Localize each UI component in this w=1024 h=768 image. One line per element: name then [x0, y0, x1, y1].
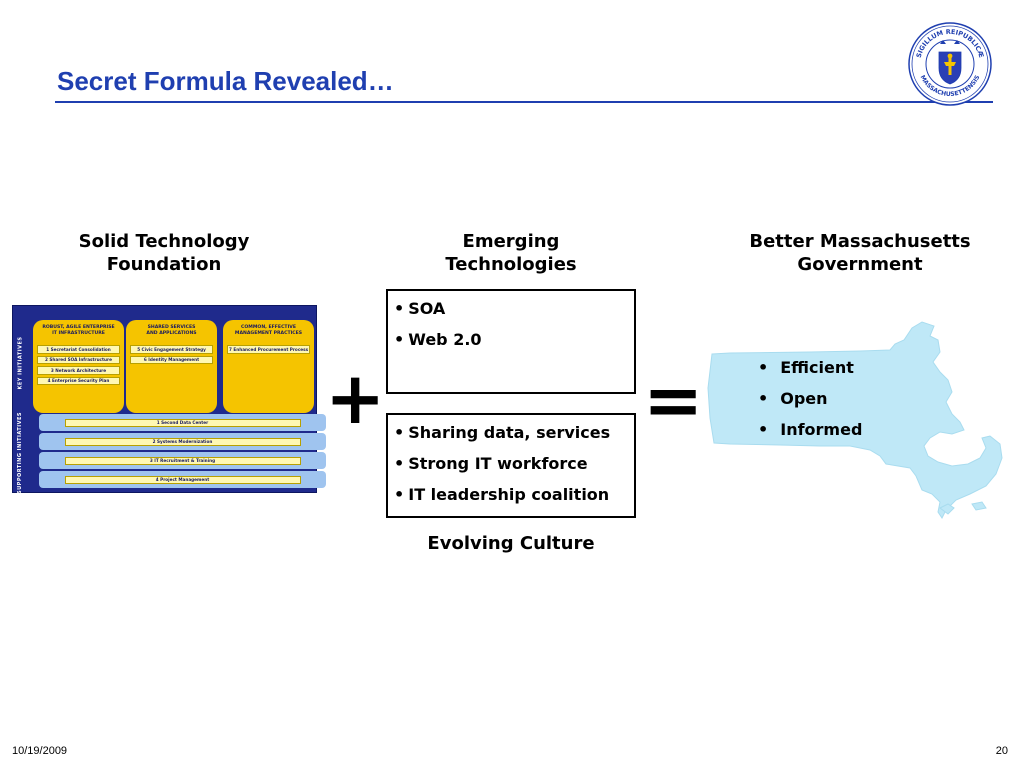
supporting-item: 2 Systems Modernization	[64, 437, 301, 446]
heading-solid-technology: Solid Technology Foundation	[78, 231, 250, 275]
emerging-technologies-box: SOA Web 2.0	[386, 289, 636, 394]
initiative-item: 3 Network Architecture	[37, 366, 120, 375]
list-item: SOA	[394, 299, 628, 319]
foundation-diagram: KEY INITIATIVES SUPPORTING INITIATIVES R…	[12, 305, 326, 494]
heading-emerging-technologies: Emerging Technologies	[445, 231, 577, 275]
slide-title: Secret Formula Revealed…	[57, 66, 394, 96]
key-initiatives-label: KEY INITIATIVES	[17, 336, 23, 390]
initiative-item: 5 Civic Engagement Strategy	[130, 345, 213, 354]
pillar-shared-services: SHARED SERVICES AND APPLICATIONS 5 Civic…	[126, 320, 217, 413]
list-item: IT leadership coalition	[394, 485, 628, 505]
supporting-item: 3 IT Recruitment & Training	[64, 456, 301, 465]
heading-evolving-culture: Evolving Culture	[427, 533, 595, 554]
list-item: Strong IT workforce	[394, 454, 628, 474]
equals-symbol: =	[643, 358, 704, 442]
outcomes-list: Efficient Open Informed	[758, 358, 862, 451]
supporting-row: 3 IT Recruitment & Training	[39, 452, 326, 469]
pillar-infrastructure: ROBUST, AGILE ENTERPRISE IT INFRASTRUCTU…	[33, 320, 124, 413]
initiative-item: 2 Shared SOA Infrastructure	[37, 355, 120, 364]
massachusetts-seal-icon: SIGILLUM REIPUBLICÆ MASSACHUSETTENSIS	[908, 22, 992, 106]
list-item: Sharing data, services	[394, 423, 628, 443]
list-item: Web 2.0	[394, 330, 628, 350]
supporting-row: 1 Second Data Center	[39, 414, 326, 431]
supporting-row: 2 Systems Modernization	[39, 433, 326, 450]
heading-better-government: Better Massachusetts Government	[749, 231, 971, 275]
list-item: Open	[758, 389, 862, 409]
footer-date: 10/19/2009	[12, 745, 68, 757]
title-divider	[55, 101, 993, 103]
supporting-initiatives-label: SUPPORTING INITIATIVES	[17, 412, 24, 494]
plus-symbol: +	[325, 356, 386, 440]
initiative-item: 1 Secretariat Consolidation	[37, 345, 120, 354]
evolving-culture-box: Sharing data, services Strong IT workfor…	[386, 413, 636, 518]
supporting-row: 4 Project Management	[39, 471, 326, 488]
supporting-item: 1 Second Data Center	[64, 418, 301, 427]
initiative-item: 7 Enhanced Procurement Process	[227, 345, 310, 354]
list-item: Efficient	[758, 358, 862, 378]
supporting-item: 4 Project Management	[64, 475, 301, 484]
pillar-management-practices: COMMON, EFFECTIVE MANAGEMENT PRACTICES 7…	[223, 320, 314, 413]
initiative-item: 6 Identity Management	[130, 355, 213, 364]
initiative-item: 4 Enterprise Security Plan	[37, 376, 120, 385]
list-item: Informed	[758, 420, 862, 440]
page-number: 20	[995, 745, 1008, 757]
